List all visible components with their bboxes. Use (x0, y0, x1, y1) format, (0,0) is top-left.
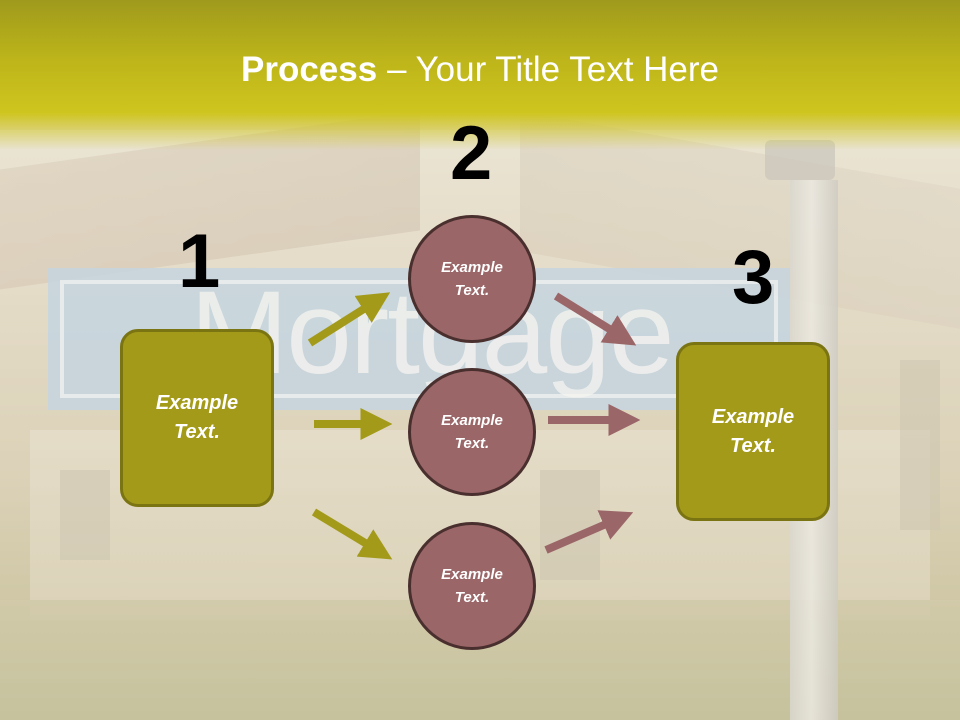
background-window (60, 470, 110, 560)
circle-text-line: Text. (454, 282, 490, 299)
process-box-3: Example Text. (676, 342, 830, 521)
background-window (900, 360, 940, 530)
circle-text-line: Text. (454, 589, 490, 606)
circle-text: Example Text. (441, 563, 503, 609)
circle-text: Example Text. (441, 256, 503, 302)
background-window (540, 470, 600, 580)
step-number-3: 3 (732, 235, 775, 320)
process-circle-bottom: Example Text. (408, 522, 536, 650)
box-text-line: Text. (174, 421, 220, 443)
circle-text: Example Text. (441, 409, 503, 455)
circle-text-line: Example (441, 566, 503, 583)
title-rest: – Your Title Text Here (377, 50, 719, 89)
process-box-1-text: Example Text. (156, 389, 238, 447)
header-band (0, 0, 960, 150)
process-circle-top: Example Text. (408, 215, 536, 343)
arrow-bottom-to-3 (544, 510, 634, 554)
arrow-1-to-top (307, 292, 391, 347)
process-box-3-text: Example Text. (712, 403, 794, 461)
arrow-top-to-3 (553, 292, 637, 346)
step-number-1: 1 (178, 219, 221, 304)
circle-text-line: Text. (454, 435, 490, 452)
circle-text-line: Example (441, 259, 503, 276)
process-circle-middle: Example Text. (408, 368, 536, 496)
arrow-1-to-bottom (311, 508, 393, 560)
box-text-line: Text. (730, 434, 776, 457)
slide-title: Process – Your Title Text Here (0, 50, 960, 90)
box-text-line: Example (155, 392, 239, 414)
process-box-1: Example Text. (120, 329, 274, 507)
step-number-2: 2 (450, 111, 493, 196)
circle-text-line: Example (441, 412, 503, 429)
box-text-line: Example (711, 405, 795, 428)
title-bold: Process (241, 50, 378, 89)
